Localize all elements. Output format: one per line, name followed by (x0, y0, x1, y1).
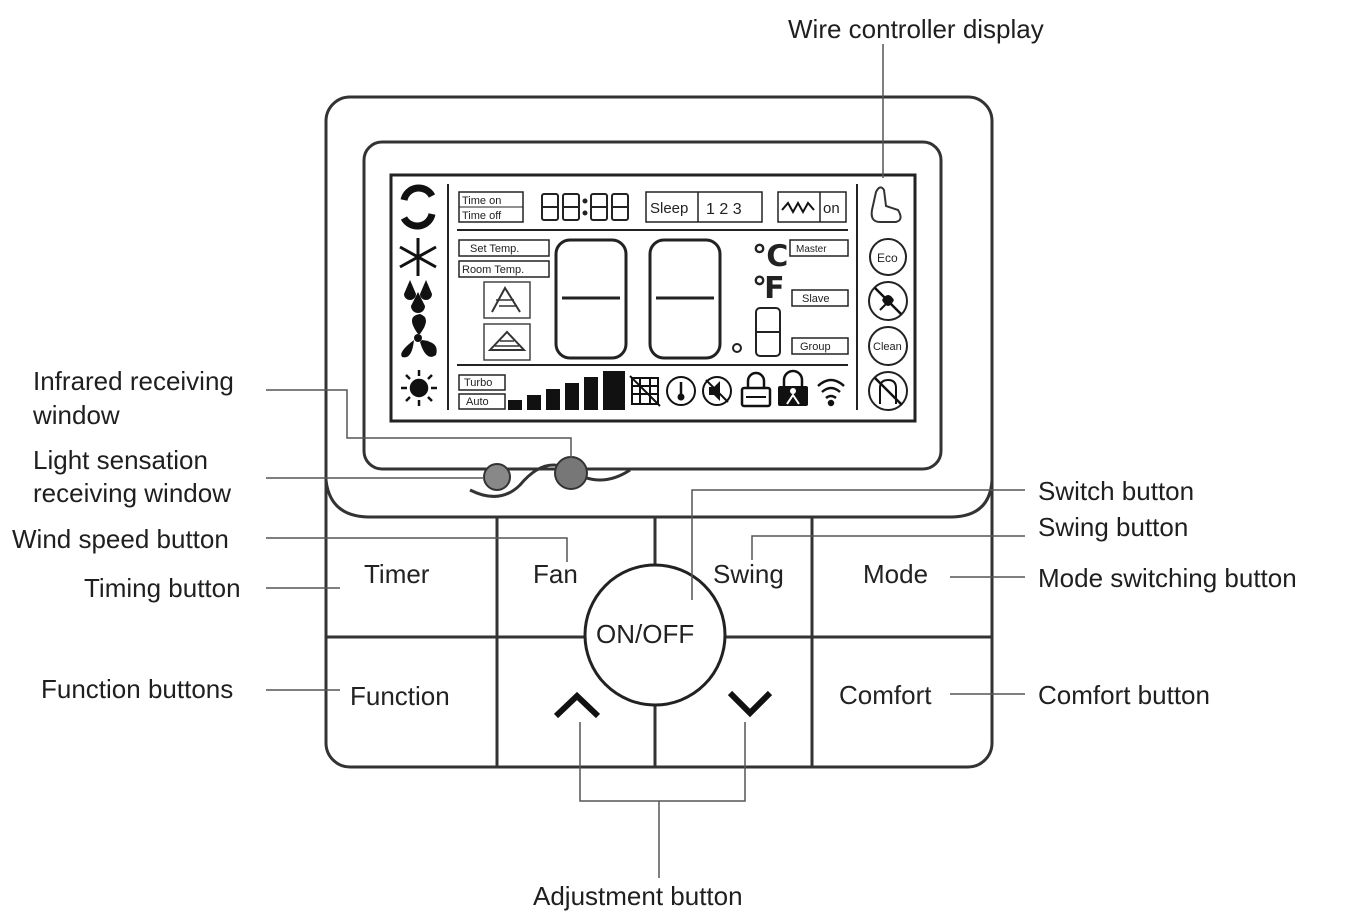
hand-wave-icon (870, 186, 902, 223)
heat-mode-icon (401, 370, 437, 406)
lcd-room-temp: Room Temp. (462, 264, 524, 276)
infrared-window-icon (554, 456, 588, 490)
function-button[interactable]: Function (350, 681, 450, 711)
callout-mode-switching: Mode switching button (1038, 563, 1297, 593)
top-panel-edge (324, 479, 994, 519)
up-arrow-icon[interactable] (553, 691, 601, 719)
callout-adjustment: Adjustment button (533, 881, 743, 911)
child-lock-icon (778, 369, 808, 406)
vertical-swing-icon (483, 281, 531, 319)
fan-mode-icon (401, 314, 437, 358)
filter-icon (629, 375, 661, 407)
lcd-auto: Auto (466, 396, 489, 408)
horizontal-swing-icon (483, 323, 531, 361)
callout-wind-speed: Wind speed button (12, 524, 229, 554)
onoff-circle[interactable] (583, 563, 727, 707)
light-sensor-icon (483, 463, 511, 491)
mode-button[interactable]: Mode (863, 559, 929, 589)
lcd-master: Master (796, 244, 827, 255)
temperature-digits (554, 238, 781, 360)
auto-mode-icon (400, 184, 436, 230)
timer-button[interactable]: Timer (364, 559, 430, 589)
fan-speed-bars (508, 371, 625, 410)
comfort-button[interactable]: Comfort (839, 680, 932, 710)
callout-light-line1: Light sensation (33, 445, 208, 475)
callout-wire-display: Wire controller display (788, 14, 1044, 44)
lock-icon (740, 371, 772, 408)
callout-infrared-line1: Infrared receiving (33, 366, 234, 396)
dry-mode-icon (404, 280, 432, 313)
mute-icon (702, 376, 732, 406)
cool-mode-icon (399, 238, 437, 276)
lcd-celsius: ℃ (752, 240, 788, 273)
leader-lines (266, 44, 1025, 878)
heater-icon (781, 200, 815, 215)
lcd-on: on (823, 200, 840, 217)
lcd-slave: Slave (802, 293, 830, 305)
callout-switch: Switch button (1038, 476, 1195, 506)
clean-icon (868, 326, 908, 366)
thermometer-icon (666, 376, 696, 406)
callout-timing: Timing button (84, 573, 241, 603)
callout-infrared-line2: window (33, 400, 120, 430)
no-person-icon (868, 371, 908, 411)
lcd-clean: Clean (873, 341, 902, 353)
callout-light-line2: receiving window (33, 478, 231, 508)
lcd-set-temp: Set Temp. (470, 243, 519, 255)
anti-mosquito-icon (868, 281, 908, 321)
callout-comfort: Comfort button (1038, 680, 1210, 710)
fan-button[interactable]: Fan (533, 559, 578, 589)
lcd-time-on: Time on (462, 195, 501, 207)
callout-function-buttons: Function buttons (41, 674, 234, 704)
lcd-turbo: Turbo (464, 377, 492, 389)
onoff-button[interactable]: ON/OFF (596, 619, 695, 649)
wifi-icon (817, 378, 845, 407)
lcd-fahrenheit: ℉ (752, 272, 785, 305)
lcd-sleep-levels: 1 2 3 (706, 201, 742, 218)
sensor-curve (469, 463, 631, 498)
lcd-eco: Eco (877, 251, 898, 265)
swing-button[interactable]: Swing (713, 559, 784, 589)
down-arrow-icon[interactable] (727, 690, 773, 718)
lcd-sleep: Sleep (650, 200, 688, 217)
callout-swing: Swing button (1038, 512, 1189, 542)
lcd-group: Group (800, 341, 831, 353)
clock-digits (541, 193, 629, 221)
eco-icon (869, 238, 907, 276)
lcd-time-off: Time off (462, 210, 502, 222)
